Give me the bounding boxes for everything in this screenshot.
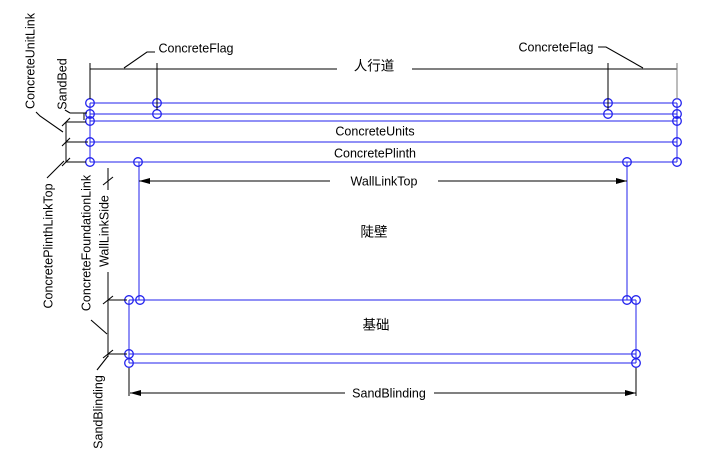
sidewalk-label: 人行道	[354, 59, 395, 74]
concrete-plinth-link-top-label: ConcretePlinthLinkTop	[41, 183, 55, 308]
foundation-label: 基础	[363, 317, 390, 333]
concrete-foundation-link-label: ConcreteFoundationLink	[79, 174, 93, 311]
labels-rotated: ConcreteUnitLink SandBed ConcretePlinthL…	[23, 12, 111, 449]
concrete-flag-left-label: ConcreteFlag	[158, 41, 233, 55]
steep-wall-label: 陡壁	[361, 225, 388, 240]
dimension-arrowheads	[130, 178, 636, 396]
leader-lines	[35, 46, 644, 371]
layer-lines	[89, 102, 678, 364]
wall-link-top-label: WallLinkTop	[351, 174, 418, 188]
sand-blinding-left-label: SandBlinding	[91, 375, 105, 449]
concrete-units-label: ConcreteUnits	[335, 124, 414, 138]
wall-link-side-label: WallLinkSide	[97, 195, 111, 267]
sand-blinding-bottom-label: SandBlinding	[352, 386, 426, 400]
dimension-lines	[65, 63, 677, 396]
concrete-flag-right-label: ConcreteFlag	[518, 40, 593, 54]
concrete-unit-link-label: ConcreteUnitLink	[23, 12, 37, 109]
concrete-plinth-label: ConcretePlinth	[334, 146, 416, 160]
labels-horizontal: ConcreteFlag ConcreteFlag 人行道 ConcreteUn…	[158, 40, 593, 400]
sand-bed-label: SandBed	[55, 58, 69, 109]
